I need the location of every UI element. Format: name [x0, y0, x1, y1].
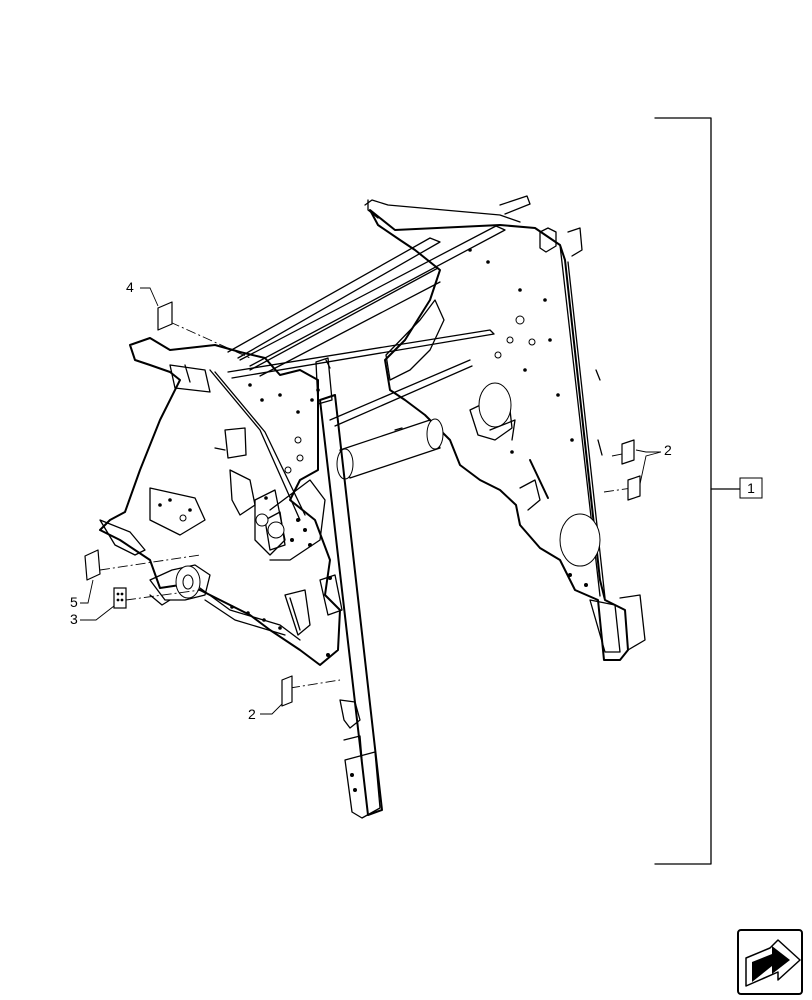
callout-5: 5	[70, 579, 94, 610]
assembly-bracket: 1	[654, 117, 763, 865]
decal-parts	[84, 301, 641, 707]
callout-label: 2	[664, 442, 672, 458]
next-page-arrow-icon[interactable]	[737, 929, 803, 995]
callout-label: 2	[248, 706, 256, 722]
callout-label: 4	[126, 279, 134, 295]
callout-2-right: 2	[635, 442, 672, 485]
assembly-box-label: 1	[747, 480, 755, 496]
callout-label: 3	[70, 611, 78, 627]
callout-3: 3	[70, 605, 115, 627]
decal-3	[113, 587, 127, 609]
decal-2-lower	[281, 675, 293, 707]
callout-label: 5	[70, 594, 78, 610]
decal-2-right-lower	[627, 475, 641, 501]
assembly-box	[739, 477, 763, 499]
decal-5	[84, 549, 101, 581]
decal-4	[157, 301, 173, 331]
decal-2-right-upper	[621, 439, 635, 465]
frame-assembly	[99, 195, 646, 819]
callout-2-lower: 2	[248, 703, 283, 722]
callout-4: 4	[126, 279, 159, 307]
